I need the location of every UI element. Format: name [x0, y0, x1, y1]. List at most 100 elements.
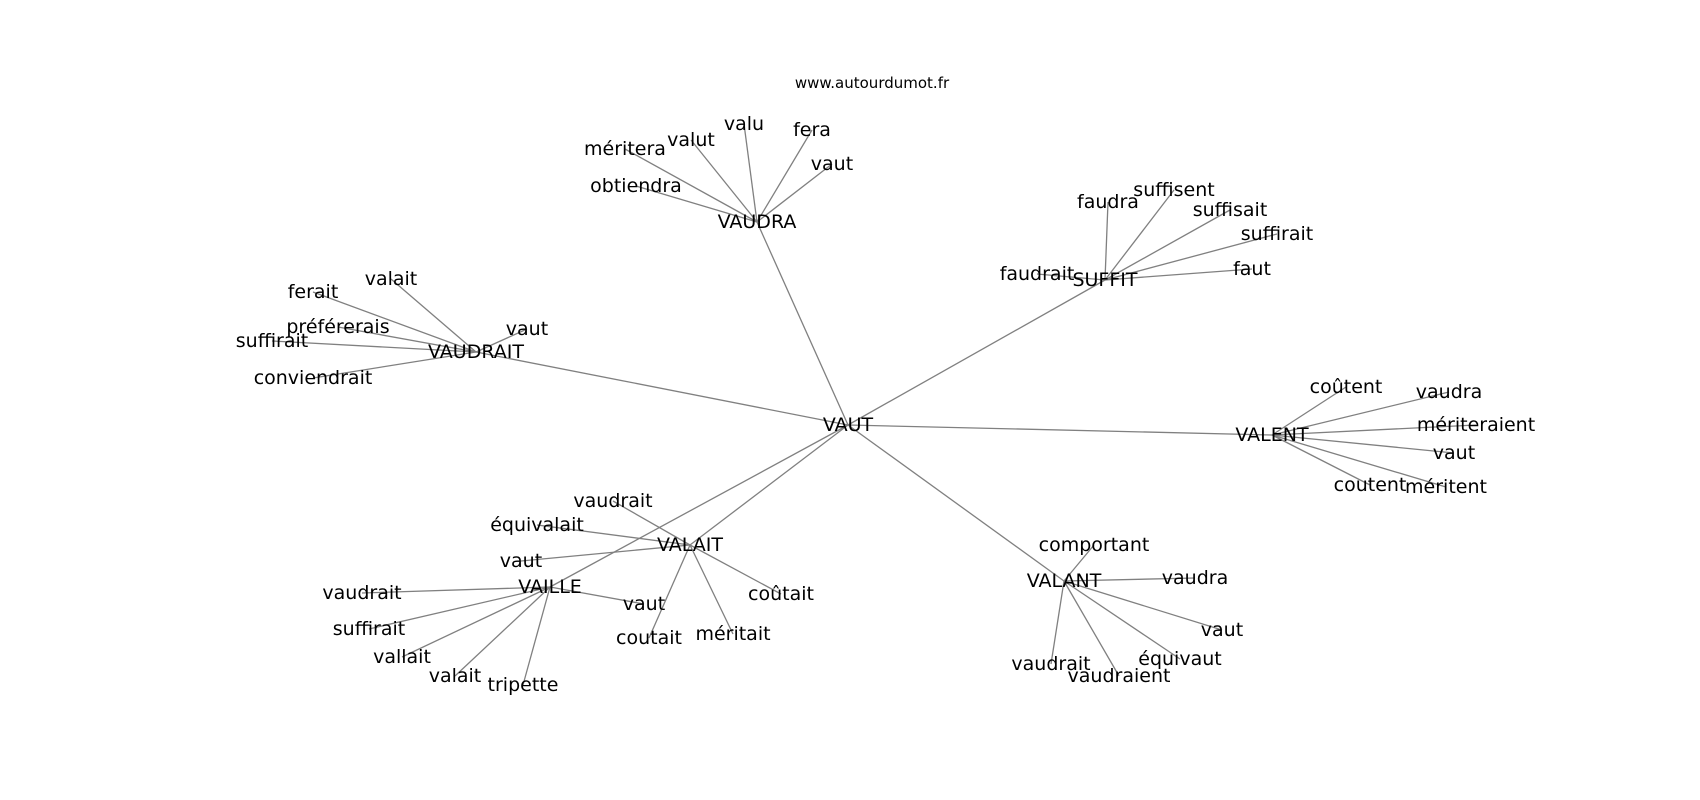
edge-valant-leaf [1063, 544, 1095, 582]
leaf-node-label: tripette [488, 674, 559, 696]
edges-layer [271, 123, 1477, 686]
leaf-node-label: faudrait [1000, 263, 1075, 285]
edge-center-to-vaudrait [475, 351, 849, 426]
leaf-node-label: mériteraient [1417, 414, 1535, 436]
edge-valait-leaf [648, 544, 691, 639]
leaf-node-label: vaudrait [322, 582, 401, 604]
leaf-node-label: valait [429, 665, 482, 687]
hub-node-label: VALAIT [657, 534, 723, 556]
edge-vaudra-leaf [756, 129, 813, 223]
leaf-node-label: vaut [811, 153, 853, 175]
edge-vaille-leaf [549, 586, 645, 605]
edge-vaudrait-leaf [390, 278, 477, 353]
edge-vaille-leaf [454, 586, 551, 677]
edge-valant-leaf [1063, 580, 1223, 631]
leaf-node-label: vaut [500, 550, 542, 572]
edge-vaudrait-leaf [475, 328, 528, 353]
leaf-node-label: méritent [1405, 476, 1487, 498]
leaf-node-label: faudra [1077, 191, 1139, 213]
leaf-node-label: vaut [1433, 442, 1475, 464]
edge-suffit-leaf [1104, 189, 1175, 281]
edge-center-to-vaudra [756, 221, 849, 426]
leaf-node-label: conviendrait [254, 367, 373, 389]
edge-center-to-valait [689, 424, 849, 546]
edge-valait-leaf [689, 544, 782, 595]
leaf-node-label: vaut [623, 593, 665, 615]
edge-center-to-vaille [549, 424, 849, 588]
edge-vaille-leaf [522, 586, 551, 686]
edge-valant-leaf [1063, 580, 1120, 677]
edge-suffit-leaf [1104, 268, 1253, 281]
edge-suffit-leaf [1104, 209, 1231, 281]
edge-valent-leaf [1271, 434, 1447, 488]
leaf-node-label: coûtait [748, 583, 814, 605]
edge-center-to-valent [847, 424, 1273, 436]
leaf-node-label: coûtent [1310, 376, 1383, 398]
edge-vaudrait-leaf [312, 351, 477, 379]
leaf-node-label: valut [667, 129, 715, 151]
edge-valent-leaf [1271, 434, 1371, 486]
leaf-node-label: suffisent [1133, 179, 1214, 201]
edge-valait-leaf [520, 544, 691, 562]
edge-vaille-leaf [361, 586, 551, 594]
edge-valait-leaf [536, 524, 691, 546]
edge-valait-leaf [612, 500, 691, 546]
edge-vaudra-leaf [690, 139, 758, 223]
edge-center-to-suffit [847, 279, 1106, 426]
edge-center-to-valant [847, 424, 1065, 582]
hub-node-label: VAILLE [518, 576, 582, 598]
watermark-text: www.autourdumot.fr [795, 74, 950, 92]
edge-valait-leaf [689, 544, 734, 635]
edge-valent-leaf [1271, 424, 1477, 436]
leaf-node-label: fera [793, 119, 831, 141]
leaf-node-label: suffirait [236, 330, 309, 352]
leaf-node-label: méritait [695, 623, 770, 645]
leaf-node-label: vaudraient [1068, 665, 1171, 687]
edge-vaudrait-leaf [271, 340, 477, 353]
edge-valant-leaf [1063, 580, 1181, 660]
leaf-node-label: obtiendra [590, 175, 682, 197]
edge-vaille-leaf [401, 586, 551, 658]
leaf-node-label: comportant [1039, 534, 1150, 556]
leaf-node-label: équivaut [1138, 648, 1221, 670]
edge-valant-leaf [1050, 580, 1065, 665]
leaf-node-label: vaudra [1162, 567, 1228, 589]
edge-suffit-leaf [1036, 273, 1106, 281]
edge-suffit-leaf [1104, 201, 1109, 281]
leaf-node-label: suffirait [333, 618, 406, 640]
edge-vaudra-leaf [756, 163, 833, 223]
leaf-node-label: préférerais [286, 316, 389, 338]
edge-valant-leaf [1063, 577, 1196, 582]
hub-node-label: VAUDRAIT [428, 341, 524, 363]
edge-valent-leaf [1271, 391, 1450, 436]
leaf-node-label: méritera [584, 138, 666, 160]
leaf-node-label: faut [1233, 258, 1271, 280]
edge-vaudra-leaf [635, 185, 758, 223]
leaf-node-label: valait [365, 268, 418, 290]
leaf-node-label: vaudrait [1011, 653, 1090, 675]
leaf-node-label: suffisait [1193, 199, 1268, 221]
leaf-node-label: suffirait [1241, 223, 1314, 245]
leaf-node-label: ferait [288, 281, 339, 303]
edge-vaudrait-leaf [337, 326, 477, 353]
leaf-node-label: équivalait [490, 514, 584, 536]
leaf-node-label: vallait [373, 646, 431, 668]
leaf-node-label: vaut [506, 318, 548, 340]
leaf-node-label: vaut [1201, 619, 1243, 641]
edge-vaudra-leaf [624, 148, 758, 223]
leaf-node-label: vaudra [1416, 381, 1482, 403]
hub-node-label: VALENT [1235, 424, 1309, 446]
hub-node-label: SUFFIT [1072, 269, 1137, 291]
edge-vaudrait-leaf [312, 291, 477, 353]
edge-suffit-leaf [1104, 233, 1278, 281]
edge-valent-leaf [1271, 434, 1455, 454]
leaf-node-label: valu [724, 113, 764, 135]
leaf-node-label: coutait [616, 627, 682, 649]
edge-vaille-leaf [368, 586, 551, 630]
hub-node-label: VALANT [1027, 570, 1102, 592]
leaf-node-label: vaudrait [573, 490, 652, 512]
hub-node-label: VAUDRA [718, 211, 797, 233]
edge-vaudra-leaf [743, 123, 758, 223]
